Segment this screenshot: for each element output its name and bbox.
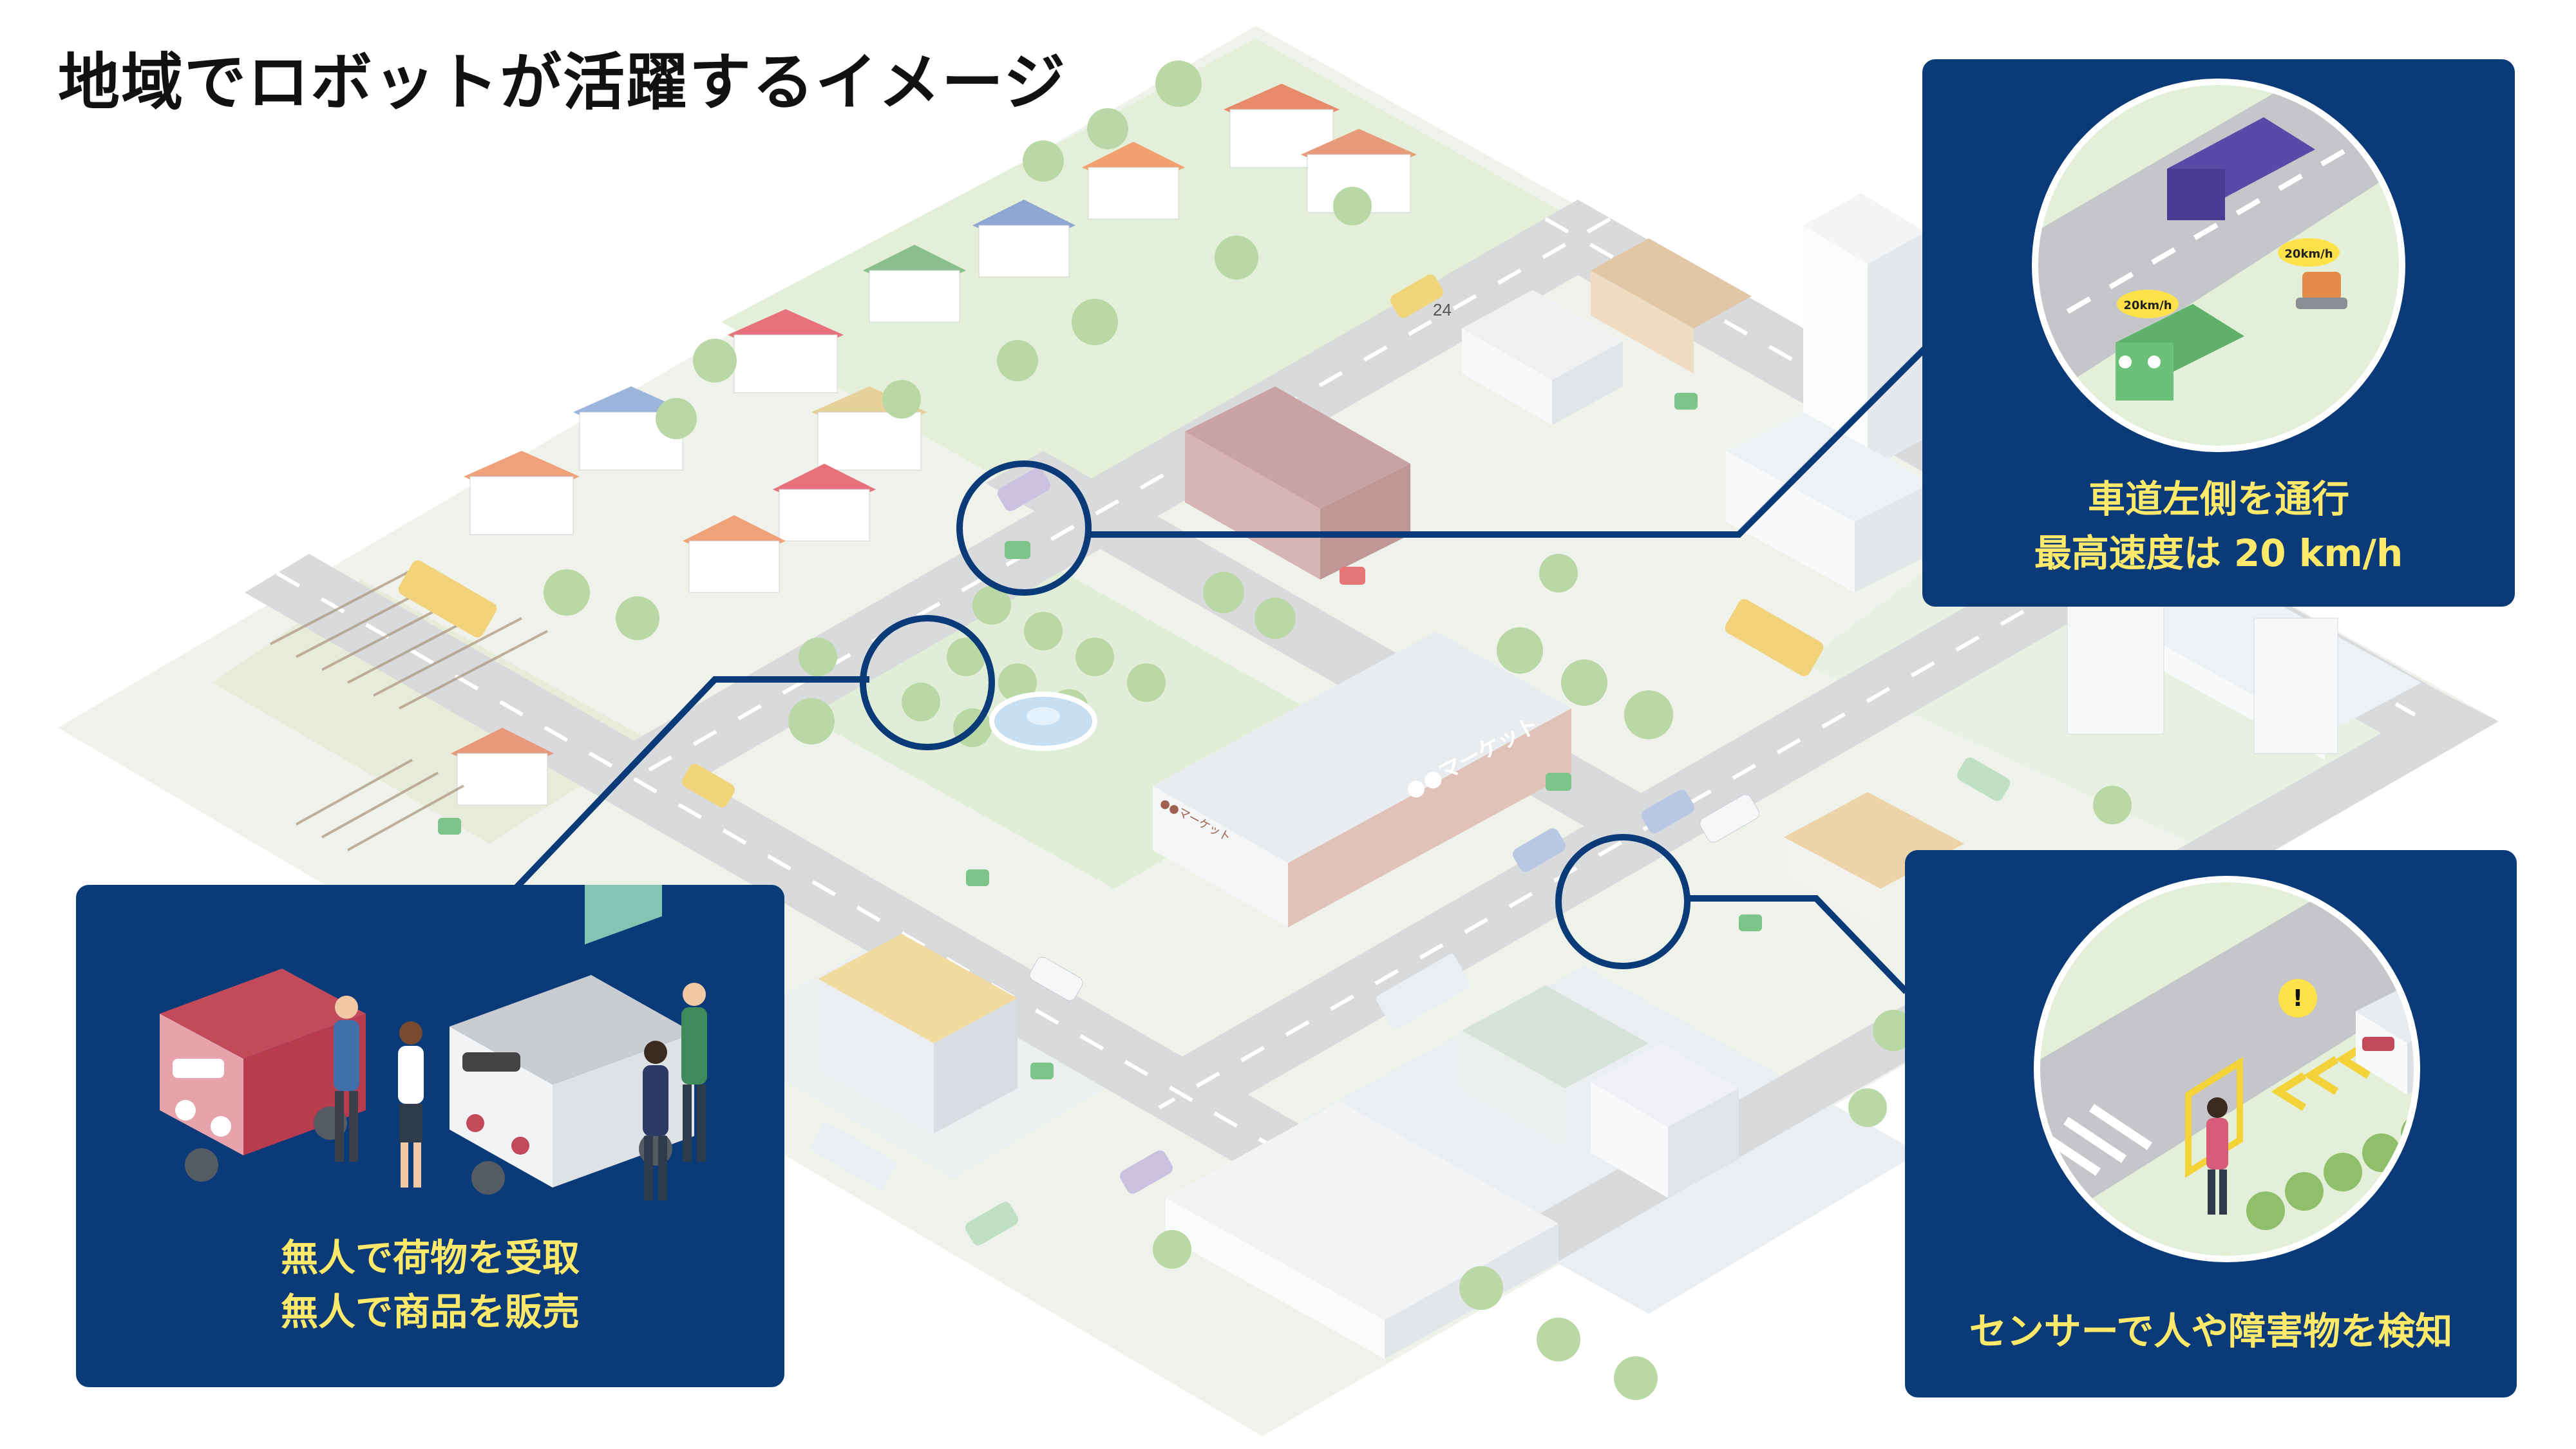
hedge xyxy=(2246,1114,2414,1230)
brick-building xyxy=(1185,386,1410,580)
person xyxy=(398,1021,424,1188)
person xyxy=(681,983,707,1162)
truck xyxy=(1376,954,1471,1030)
car xyxy=(1957,757,2010,801)
houses xyxy=(451,84,1417,806)
road-caption-line1: 車道左側を通行 xyxy=(2087,477,2349,521)
barn xyxy=(451,728,554,806)
sensor-robot xyxy=(2356,972,2414,1095)
delivery-caption-line1: 無人で荷物を受取 xyxy=(280,1236,580,1280)
callout-line-delivery xyxy=(513,676,869,891)
road-caption-line2: 最高速度は 20 km/h xyxy=(2034,531,2403,575)
office-building xyxy=(1726,412,1932,592)
car xyxy=(1700,794,1759,843)
car xyxy=(682,764,735,808)
panel-delivery: 無人で荷物を受取 無人で商品を販売 xyxy=(76,885,784,1387)
sensor-caption: センサーで人や障害物を検知 xyxy=(1969,1309,2453,1353)
car xyxy=(1642,790,1694,833)
lab-building xyxy=(1591,1043,1739,1198)
svg-text:20km/h: 20km/h xyxy=(2284,247,2333,261)
convenience-store: 24 xyxy=(1433,290,1623,425)
truck xyxy=(810,1122,896,1189)
car xyxy=(965,1202,1018,1245)
shop-row xyxy=(1591,238,1752,374)
sensor-illustration: ! xyxy=(2034,876,2420,1262)
car xyxy=(998,468,1050,511)
house xyxy=(972,200,1075,278)
alert-badge: ! xyxy=(2278,979,2317,1018)
panel-sensor: ! センサーで人や障害物を検知 xyxy=(1905,850,2517,1397)
warehouse xyxy=(818,934,1018,1133)
delivery-illustration xyxy=(160,885,707,1200)
page-title: 地域でロボットが活躍するイメージ xyxy=(58,46,1067,118)
buildings: 24 ●●マーケット ●●マーケット xyxy=(818,193,2421,1359)
house xyxy=(773,464,876,542)
svg-text:!: ! xyxy=(2293,985,2303,1012)
delivery-robot-small xyxy=(2296,272,2347,309)
bus xyxy=(398,560,497,638)
car xyxy=(1120,1150,1173,1194)
car xyxy=(1390,274,1443,318)
market: ●●マーケット ●●マーケット xyxy=(1153,631,1571,927)
greenhouse xyxy=(1462,985,1649,1146)
store-sign: 24 xyxy=(1433,300,1452,319)
house xyxy=(863,245,966,323)
callout-circle-road xyxy=(956,460,1092,596)
map-robots xyxy=(438,393,1762,1079)
speed-badge: 20km/h xyxy=(2117,290,2179,318)
callout-line-road xyxy=(1088,345,1928,538)
house xyxy=(1301,129,1417,213)
house xyxy=(464,451,580,535)
sensor-frame xyxy=(2185,1056,2243,1179)
delivery-caption-line2: 無人で商品を販売 xyxy=(280,1290,580,1334)
road-illustration: 20km/h 20km/h xyxy=(2032,79,2405,452)
vehicles xyxy=(398,274,2010,1245)
house xyxy=(728,309,844,393)
car xyxy=(1029,956,1083,1001)
car xyxy=(1513,828,1566,872)
person xyxy=(334,996,359,1162)
house xyxy=(683,515,786,593)
delivery-robot-green xyxy=(2116,304,2244,401)
panel-road-rules: 20km/h 20km/h 車道左側を通行 最高速度は 20 km/h xyxy=(1922,59,2515,607)
park-fountain xyxy=(989,692,1097,751)
tower-building xyxy=(1803,193,1926,470)
speed-badge: 20km/h xyxy=(2278,238,2340,267)
person xyxy=(643,1041,668,1200)
callouts xyxy=(513,345,1928,994)
person xyxy=(2206,1097,2228,1215)
vending-robot xyxy=(450,885,694,1195)
house xyxy=(1082,142,1185,220)
bus xyxy=(1725,599,1824,676)
svg-text:20km/h: 20km/h xyxy=(2123,299,2172,312)
callout-line-sensor xyxy=(1687,895,1909,994)
